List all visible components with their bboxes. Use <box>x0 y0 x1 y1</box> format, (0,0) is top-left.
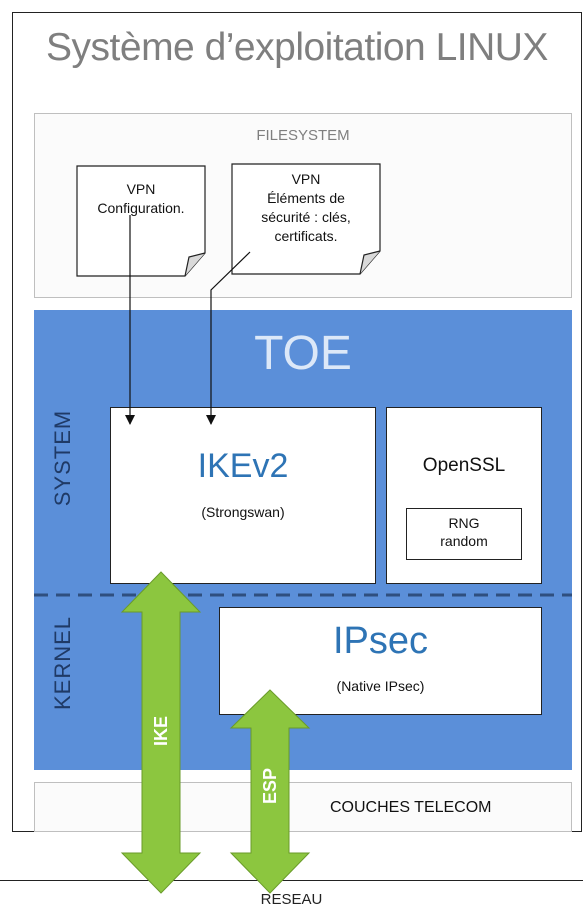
security-connector <box>206 251 251 425</box>
filesystem-label: FILESYSTEM <box>256 127 350 144</box>
ipsec-title: IPsec <box>332 620 429 662</box>
security-document-fold <box>359 250 381 275</box>
rng-line: random <box>440 533 488 549</box>
rng-box <box>406 508 522 560</box>
ike-arrow-icon <box>120 571 202 894</box>
config-doc-line: VPN <box>126 181 156 197</box>
esp-arrow-icon <box>229 689 311 894</box>
security-doc-line: sécurité : clés, <box>261 209 351 225</box>
esp-arrow-label: ESP <box>260 767 280 805</box>
openssl-title: OpenSSL <box>422 455 506 476</box>
config-doc-line: Configuration. <box>97 200 185 216</box>
ike-arrow-label: IKE <box>151 716 171 747</box>
ikev2-title: IKEv2 <box>197 447 289 485</box>
config-document-fold <box>184 252 206 277</box>
security-doc-line: Éléments de <box>267 190 345 206</box>
couches-telecom-box <box>34 782 572 832</box>
ipsec-subtitle: (Native IPsec) <box>336 678 425 694</box>
ikev2-box <box>110 407 376 584</box>
ikev2-subtitle: (Strongswan) <box>201 504 285 520</box>
toe-label: TOE <box>254 327 352 380</box>
reseau-label: RESEAU <box>260 891 323 908</box>
rng-line: RNG <box>448 515 480 531</box>
couches-telecom-label: COUCHES TELECOM <box>330 799 492 816</box>
network-line <box>0 880 583 881</box>
rng-text: RNG random <box>406 514 522 550</box>
security-document-text: VPN Éléments de sécurité : clés, certifi… <box>232 170 380 246</box>
security-doc-line: certificats. <box>274 228 338 244</box>
security-doc-line: VPN <box>291 171 321 187</box>
diagram-title: Système d’exploitation LINUX <box>46 26 548 69</box>
config-document-text: VPN Configuration. <box>77 180 205 218</box>
